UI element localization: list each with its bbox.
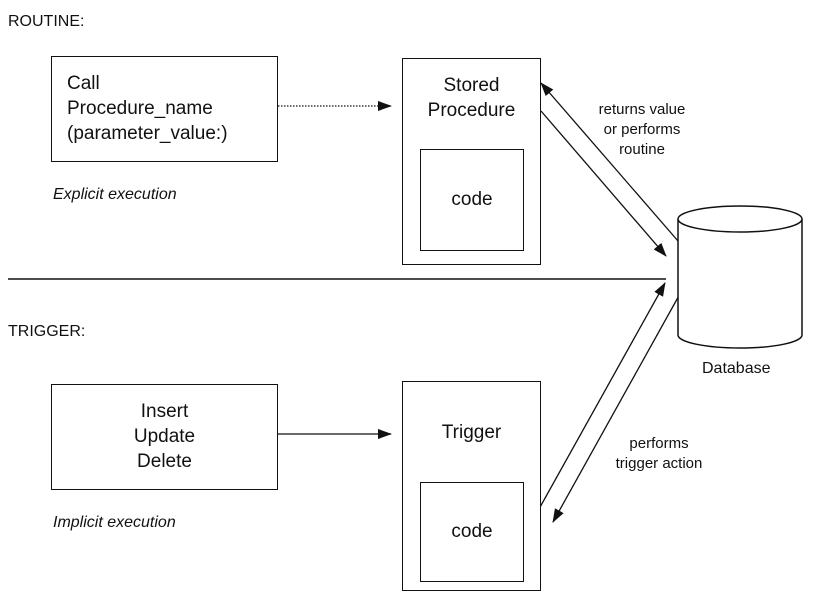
trigger-title: Trigger: [441, 422, 502, 443]
trigger-action-note: performs trigger action: [594, 434, 724, 474]
routine-section-label: ROUTINE:: [8, 13, 85, 30]
database-cylinder-icon: [677, 205, 803, 349]
returns-note-line-3: routine: [619, 141, 665, 158]
call-procedure-box: Call Procedure_name (parameter_value:): [51, 56, 278, 162]
call-line-2: Procedure_name: [67, 98, 213, 119]
trigger-section-label: TRIGGER:: [8, 323, 86, 340]
trigger-code-block: code: [420, 482, 524, 582]
returns-note-line-2: or performs: [603, 121, 681, 138]
trigger-note-line-2: trigger action: [615, 455, 703, 472]
database-to-procedure-arrow: [540, 82, 679, 242]
trigger-to-database-arrow: [538, 282, 666, 510]
event-line-update: Update: [133, 426, 196, 447]
database-label: Database: [702, 360, 771, 377]
dml-events-text: Insert Update Delete: [52, 399, 277, 474]
call-line-1: Call: [67, 73, 100, 94]
implicit-execution-label: Implicit execution: [53, 514, 176, 531]
database-to-trigger-arrow: [552, 291, 682, 523]
stored-procedure-box: Stored Procedure code: [402, 58, 541, 265]
trigger-box: Trigger code: [402, 381, 541, 591]
event-line-insert: Insert: [140, 401, 189, 422]
trigger-note-line-1: performs: [629, 435, 689, 452]
stored-procedure-title-line-2: Procedure: [427, 100, 516, 121]
event-line-delete: Delete: [137, 451, 192, 472]
dml-events-box: Insert Update Delete: [51, 384, 278, 490]
stored-procedure-title: Stored Procedure: [403, 73, 540, 123]
stored-procedure-title-line-1: Stored: [443, 75, 500, 96]
call-line-3: (parameter_value:): [67, 123, 228, 144]
stored-procedure-code-label: code: [451, 189, 493, 210]
explicit-execution-label: Explicit execution: [53, 186, 177, 203]
call-text: Call Procedure_name (parameter_value:): [67, 71, 228, 146]
procedure-to-database-arrow: [540, 110, 667, 257]
trigger-code-label: code: [451, 521, 493, 542]
stored-procedure-code-block: code: [420, 149, 524, 251]
returns-note-line-1: returns value: [598, 101, 686, 118]
returns-value-note: returns value or performs routine: [592, 100, 692, 160]
